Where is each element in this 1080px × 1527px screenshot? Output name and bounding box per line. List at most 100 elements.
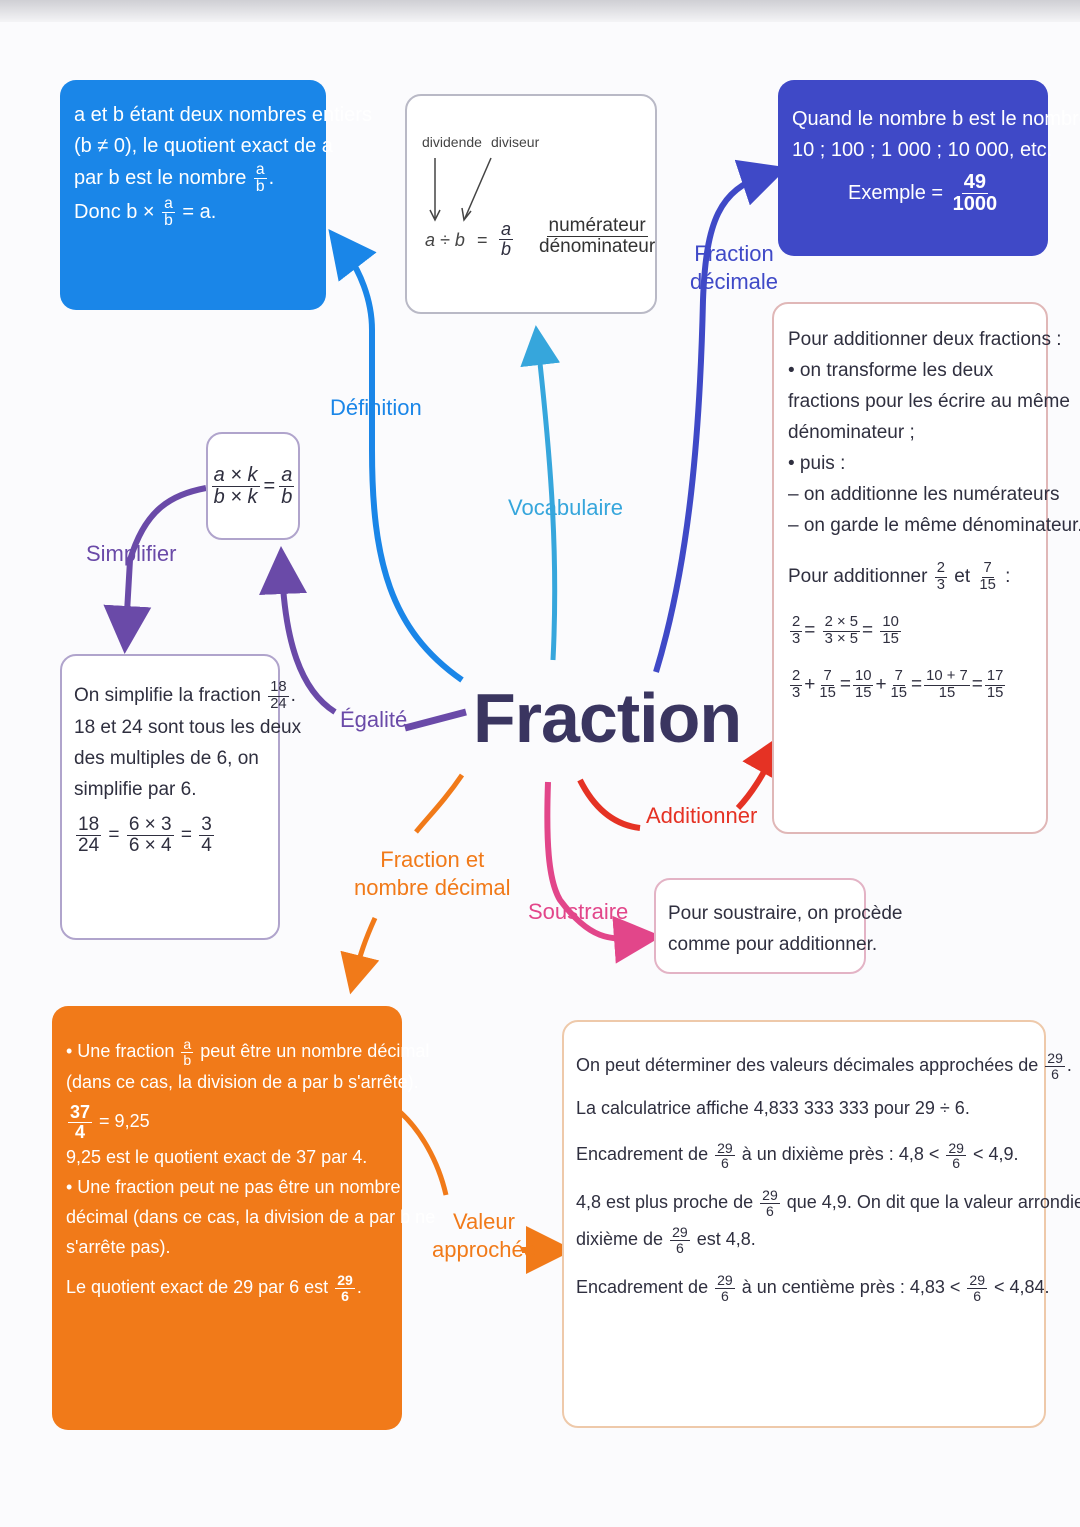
- label-simplifier: Simplifier: [86, 541, 177, 566]
- definition-line4-frac-num: a: [162, 194, 175, 214]
- scan-edge: [0, 0, 1080, 22]
- arrow-definition: [328, 229, 464, 683]
- egalite-right-den: b: [281, 485, 293, 508]
- additionner-r2-n1: 2: [790, 668, 803, 686]
- approchee-line3-frac2-den: 6: [952, 1155, 961, 1172]
- approchee-line5-pre: dixième de: [576, 1229, 664, 1250]
- approchee-line4-post: que 4,9. On dit que la valeur arrondie a…: [786, 1191, 1080, 1212]
- definition-frac-num: a: [253, 161, 267, 180]
- additionner-ex-intro-text: Pour additionner: [788, 566, 928, 588]
- decimal-line1-pre: • Une fraction: [66, 1041, 175, 1061]
- approchee-line4-pre: 4,8 est plus proche de: [576, 1191, 754, 1212]
- additionner-ex-et: et: [954, 566, 971, 588]
- decimal-line3: 9,25 est le quotient exact de 37 par 4.: [66, 1147, 368, 1168]
- additionner-line7: – on garde le même dénominateur.: [788, 515, 1080, 536]
- approchee-line3-post: < 4,9.: [973, 1144, 1019, 1165]
- additionner-r2-n5: 10 + 7: [924, 668, 970, 686]
- simplifier-ex-den1: 24: [78, 835, 100, 857]
- simplifier-line2: 18 et 24 sont tous les deux: [74, 717, 302, 739]
- vocab-diviseur: diviseur: [491, 134, 540, 150]
- center-title: Fraction: [473, 679, 742, 757]
- decimal-line2: (dans ce cas, la division de a par b s'a…: [66, 1072, 419, 1093]
- additionner-box: Pour additionner deux fractions : • on t…: [772, 302, 1080, 834]
- decimal-line4: • Une fraction peut ne pas être un nombr…: [66, 1177, 401, 1198]
- approchee-line3-pre: Encadrement de: [576, 1144, 709, 1165]
- simplifier-line4: simplifie par 6.: [74, 779, 197, 801]
- additionner-r1-d1: 3: [792, 630, 801, 647]
- additionner-line6: – on additionne les numérateurs: [788, 484, 1060, 505]
- simplifier-line1-text: On simplifie la fraction: [74, 685, 261, 707]
- additionner-r2-d1: 3: [792, 684, 801, 701]
- approchee-line4-frac-den: 6: [766, 1202, 774, 1219]
- additionner-r2-d4: 15: [890, 684, 908, 701]
- additionner-r2-plus2: +: [875, 674, 887, 696]
- approchee-line3-frac2-num: 29: [946, 1139, 966, 1157]
- additionner-ex-colon: :: [1005, 566, 1011, 588]
- simplifier-ex-num1: 18: [76, 814, 102, 837]
- vocab-frac-num: a: [499, 219, 514, 240]
- additionner-r2-eq1: =: [839, 674, 851, 696]
- additionner-r2-eq3: =: [971, 674, 983, 696]
- egalite-equals: =: [263, 474, 276, 497]
- simplifier-ex-den3: 4: [201, 835, 212, 857]
- additionner-r2-n2: 7: [821, 668, 834, 686]
- fraction-decimale-exemple-label: Exemple =: [848, 181, 944, 204]
- decimal-ex-num: 37: [68, 1102, 93, 1124]
- approchee-box: On peut déterminer des valeurs décimales…: [562, 1020, 1080, 1428]
- decimal-line6: s'arrête pas).: [66, 1237, 171, 1258]
- additionner-ex-den2: 15: [979, 576, 996, 593]
- label-fraction-decimale-line2: décimale: [690, 269, 779, 294]
- decimal-frac1-num: a: [181, 1036, 194, 1053]
- simplifier-ex-num3: 3: [199, 814, 214, 837]
- approchee-line6-mid: à un centième près : 4,83 <: [741, 1276, 961, 1297]
- simplifier-ex-eq1: =: [108, 824, 120, 846]
- arrow-egalite: [404, 708, 467, 732]
- approchee-line2: La calculatrice affiche 4,833 333 333 po…: [576, 1098, 970, 1119]
- simplifier-line1-post: .: [290, 685, 296, 707]
- additionner-r2-d3: 15: [854, 684, 872, 701]
- approchee-line6-frac1-den: 6: [721, 1287, 729, 1304]
- additionner-line3: fractions pour les écrire au même: [788, 391, 1070, 412]
- soustraire-box: Pour soustraire, on procède comme pour a…: [654, 878, 902, 974]
- additionner-r1-eq1: =: [804, 620, 816, 642]
- arrow-fraction-decimal-b: [340, 916, 380, 995]
- additionner-ex-num2: 7: [981, 560, 994, 578]
- approchee-line5-post: est 4,8.: [696, 1229, 756, 1250]
- approchee-frac1-den: 6: [1051, 1065, 1059, 1082]
- egalite-left-num: a × k: [211, 463, 260, 487]
- additionner-r1-d2: 3 × 5: [824, 630, 858, 647]
- additionner-r1-eq2: =: [862, 620, 874, 642]
- arrow-egalite-up: [259, 546, 337, 715]
- arrow-valeur-approchee-a: [398, 1110, 449, 1196]
- additionner-r2-d6: 15: [986, 684, 1004, 701]
- simplifier-frac-den: 24: [270, 695, 287, 712]
- vocab-denominateur: dénominateur: [539, 235, 656, 257]
